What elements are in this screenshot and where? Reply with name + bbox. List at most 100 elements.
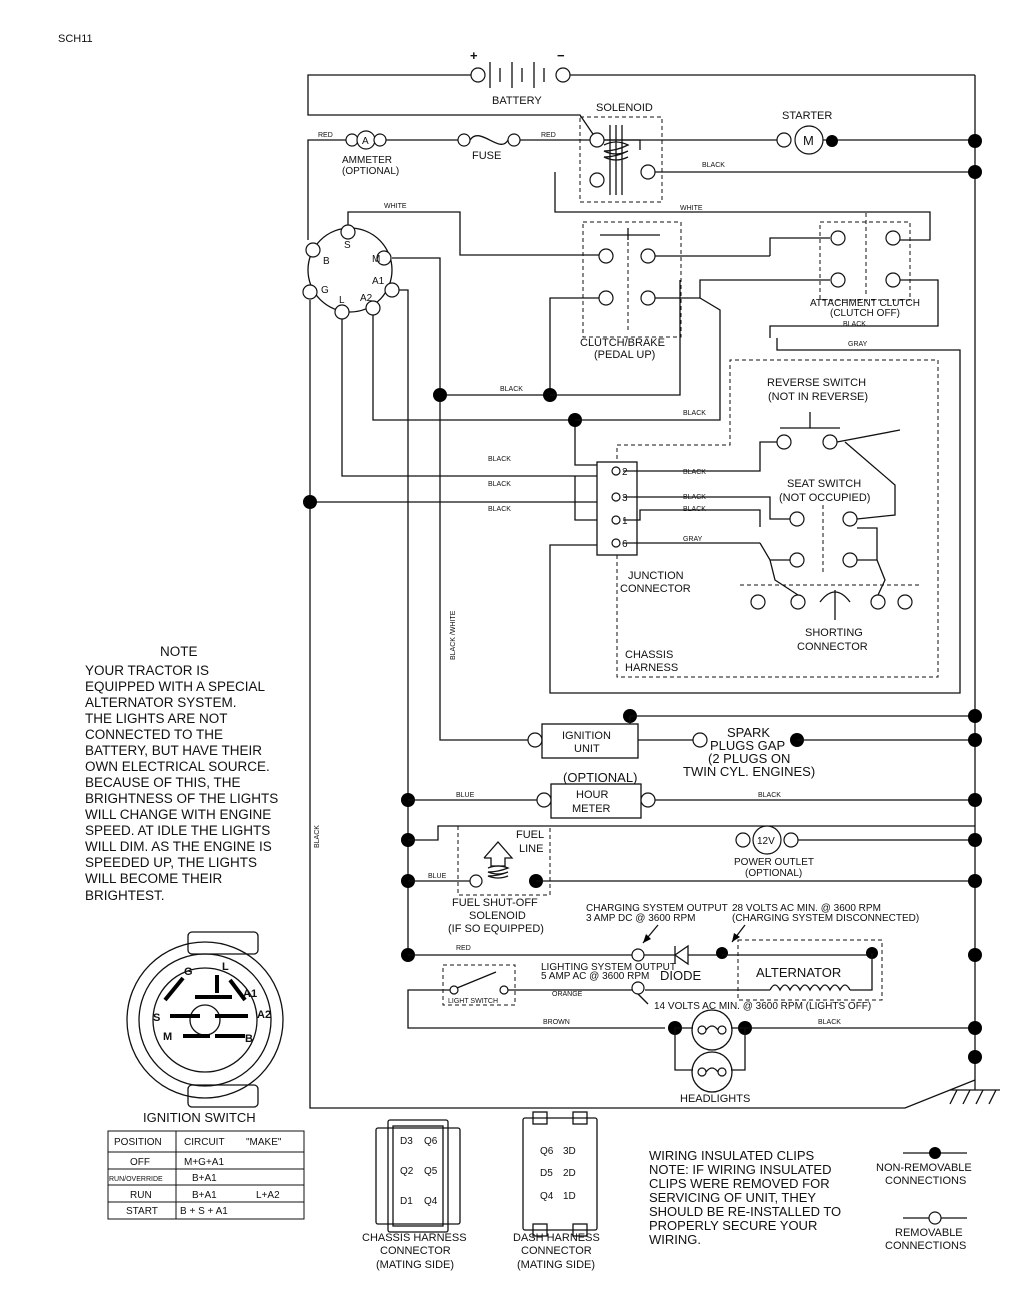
svg-text:A2: A2	[257, 1009, 271, 1021]
note-title: NOTE	[160, 644, 198, 659]
fuel-line-label-2: LINE	[519, 843, 543, 855]
svg-text:3D: 3D	[563, 1146, 576, 1157]
note-line: BATTERY, BUT HAVE THEIR	[85, 743, 262, 758]
battery-plus: +	[470, 48, 478, 63]
volts-14-label: 14 VOLTS AC MIN. @ 3600 RPM (LIGHTS OFF)	[654, 1001, 871, 1012]
wire-label-black-2: BLACK	[488, 456, 511, 463]
note-line: THE LIGHTS ARE NOT	[85, 711, 228, 726]
table-cell: M+G+A1	[184, 1157, 224, 1168]
headlights: BLACK HEADLIGHTS	[668, 1009, 982, 1105]
seat-switch: SEAT SWITCH (NOT OCCUPIED)	[779, 478, 870, 575]
svg-text:2D: 2D	[563, 1168, 576, 1179]
light-switch: LIGHT SWITCH BROWN ORANGE LIGHTING SYSTE…	[407, 962, 871, 1029]
ignition-unit: IGNITION UNIT	[527, 709, 982, 759]
spark-label-2: PLUGS GAP	[710, 738, 785, 753]
dash-harness-connector: Q6 3D D5 2D Q4 1D DASH HARNESS CONNECTOR…	[513, 1111, 600, 1271]
legend-non-removable: NON-REMOVABLE	[876, 1162, 972, 1174]
wire-label-black-rev: BLACK	[683, 410, 706, 417]
svg-text:Q6: Q6	[424, 1136, 438, 1147]
clips-note-line: SHOULD BE RE-INSTALLED TO	[649, 1204, 841, 1219]
note-line: ALTERNATOR SYSTEM.	[85, 695, 237, 710]
ignition-table: POSITION CIRCUIT "MAKE" OFF M+G+A1 RUN/O…	[107, 1130, 305, 1220]
ignition-switch-terminals: S B G L A2 A1 M	[302, 224, 400, 320]
battery: + − BATTERY	[470, 48, 571, 107]
dash-connector-label: DASH HARNESS	[513, 1232, 600, 1244]
note-line: SPEEDED UP, THE LIGHTS	[85, 855, 257, 870]
ammeter-label: AMMETER	[342, 155, 392, 166]
ignition-switch-face: G L A1 S A2 M B IGNITION SWITCH	[126, 931, 284, 1125]
seat-switch-state: (NOT OCCUPIED)	[779, 492, 870, 504]
svg-text:Q4: Q4	[424, 1196, 438, 1207]
wire-label-black-bus: BLACK	[500, 386, 523, 393]
chassis-harness-connector: D3 Q6 Q2 Q5 D1 Q4 CHASSIS HARNESS CONNEC…	[362, 1119, 467, 1271]
table-cell: B+A1	[192, 1173, 217, 1184]
note-line: CONNECTED TO THE	[85, 727, 223, 742]
lighting-output-label: LIGHTING SYSTEM OUTPUT	[541, 962, 676, 973]
fuel-line-label: FUEL	[516, 829, 544, 841]
chassis-harness-label: CHASSIS	[625, 649, 673, 661]
fuel-shutoff-solenoid: FUEL LINE BLUE FUEL SHUT-OFF SOLENOID (I…	[401, 825, 982, 935]
ammeter: RED A AMMETER (OPTIONAL)	[307, 130, 458, 240]
reverse-switch-label: REVERSE SWITCH	[767, 377, 866, 389]
wire-label-black-6: BLACK	[683, 494, 706, 501]
clips-note-line: NOTE: IF WIRING INSULATED	[649, 1162, 832, 1177]
svg-text:B: B	[323, 256, 330, 267]
table-header: CIRCUIT	[184, 1137, 225, 1148]
shorting-connector-label-2: CONNECTOR	[797, 641, 868, 653]
dash-connector-label-3: (MATING SIDE)	[517, 1259, 595, 1271]
fuel-solenoid-label-3: (IF SO EQUIPPED)	[448, 923, 544, 935]
note-line: BRIGHTEST.	[85, 888, 165, 903]
chassis-connector-label-2: CONNECTOR	[380, 1245, 451, 1257]
shorting-connector-label: SHORTING	[805, 627, 863, 639]
wire-label-black-attach: BLACK	[843, 321, 866, 328]
attachment-clutch-switch: ATTACHMENT CLUTCH (CLUTCH OFF)	[810, 213, 920, 319]
wire-label-black-hm: BLACK	[758, 792, 781, 799]
svg-text:Q2: Q2	[400, 1166, 414, 1177]
wire-label-black-head: BLACK	[818, 1019, 841, 1026]
svg-text:L: L	[222, 961, 229, 973]
junction-label-2: CONNECTOR	[620, 583, 691, 595]
wire-label-black-7: BLACK	[683, 506, 706, 513]
clips-note-line: WIRING INSULATED CLIPS	[649, 1148, 815, 1163]
wire-label-red-fuse: RED	[541, 132, 556, 139]
power-outlet: 12V POWER OUTLET (OPTIONAL)	[734, 825, 982, 879]
svg-text:1: 1	[622, 516, 628, 527]
hour-meter-label: HOUR	[576, 789, 608, 801]
note-line: WILL DIM. AS THE ENGINE IS	[85, 839, 272, 854]
table-header: "MAKE"	[246, 1137, 282, 1148]
spark-label: SPARK	[727, 725, 770, 740]
reverse-switch: REVERSE SWITCH (NOT IN REVERSE)	[767, 377, 868, 450]
clutch-brake-label: CLUTCH/BRAKE	[580, 337, 665, 349]
wire-label-blue-1: BLUE	[456, 792, 475, 799]
svg-text:S: S	[344, 240, 351, 251]
fuel-solenoid-label: FUEL SHUT-OFF	[452, 897, 538, 909]
ammeter-symbol: A	[362, 136, 369, 147]
ammeter-optional: (OPTIONAL)	[342, 166, 399, 177]
note-line: OWN ELECTRICAL SOURCE.	[85, 759, 270, 774]
legend-non-removable-2: CONNECTIONS	[885, 1175, 966, 1187]
battery-label: BATTERY	[492, 95, 542, 107]
hour-meter-label-2: METER	[572, 803, 611, 815]
wire-label-black-solenoid: BLACK	[702, 162, 725, 169]
wire-label-black-3: BLACK	[488, 481, 511, 488]
svg-text:D5: D5	[540, 1168, 553, 1179]
fuel-solenoid-label-2: SOLENOID	[469, 910, 526, 922]
svg-text:M: M	[163, 1031, 172, 1043]
svg-text:Q5: Q5	[424, 1166, 438, 1177]
wire-label-white-2: WHITE	[680, 205, 703, 212]
alternator: ALTERNATOR	[645, 939, 883, 1001]
seat-switch-label: SEAT SWITCH	[787, 478, 861, 490]
ignition-unit-label-2: UNIT	[574, 743, 600, 755]
solenoid: SOLENOID	[579, 102, 663, 203]
attachment-clutch-label: ATTACHMENT CLUTCH	[810, 298, 920, 309]
svg-text:A1: A1	[372, 276, 385, 287]
headlights-label: HEADLIGHTS	[680, 1093, 750, 1105]
starter: STARTER M	[604, 110, 982, 155]
svg-text:3: 3	[622, 493, 628, 504]
svg-text:A1: A1	[243, 988, 257, 1000]
clutch-brake-switch: CLUTCH/BRAKE (PEDAL UP)	[580, 221, 682, 361]
chassis-connector-label: CHASSIS HARNESS	[362, 1232, 467, 1244]
svg-text:Q6: Q6	[540, 1146, 554, 1157]
power-outlet-symbol: 12V	[757, 836, 775, 847]
